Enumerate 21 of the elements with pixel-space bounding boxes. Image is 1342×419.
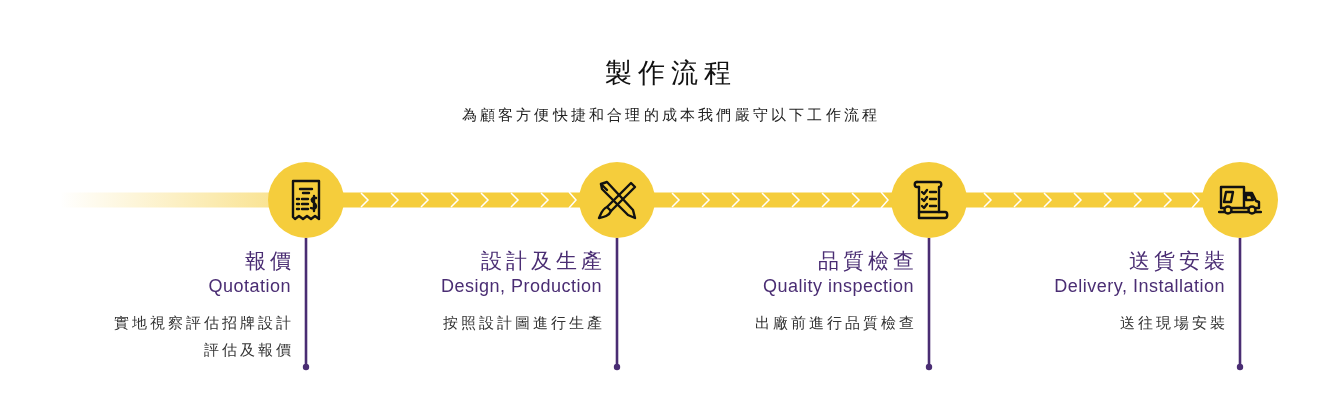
chevron-band bbox=[343, 191, 580, 209]
step-title: 送貨安裝 bbox=[1129, 248, 1229, 274]
chevron-band bbox=[966, 191, 1203, 209]
subtitle: 為顧客方便快捷和合理的成本我們嚴守以下工作流程 bbox=[461, 105, 881, 126]
chevron-band bbox=[654, 191, 892, 209]
timeline-line bbox=[1236, 238, 1244, 371]
step-subtitle: Delivery, Installation bbox=[1054, 275, 1225, 297]
step-title: 品質檢查 bbox=[818, 248, 918, 274]
step-title: 報價 bbox=[245, 248, 295, 274]
title: 製作流程 bbox=[604, 56, 738, 90]
step-subtitle: Quality inspection bbox=[762, 275, 914, 297]
step-subtitle: Quotation bbox=[208, 275, 291, 297]
step-description: 按照設計圖進行生產 bbox=[443, 314, 605, 333]
step-title: 設計及生產 bbox=[481, 248, 606, 274]
timeline-line bbox=[302, 238, 310, 371]
step-description: 出廠前進行品質檢查 bbox=[755, 314, 917, 333]
step-description: 實地視察評估招牌設計評估及報價 bbox=[113, 314, 294, 360]
timeline-line bbox=[613, 238, 621, 371]
timeline-line bbox=[925, 238, 933, 371]
step-subtitle: Design, Production bbox=[440, 275, 602, 297]
step-description: 送往現場安裝 bbox=[1120, 314, 1228, 333]
